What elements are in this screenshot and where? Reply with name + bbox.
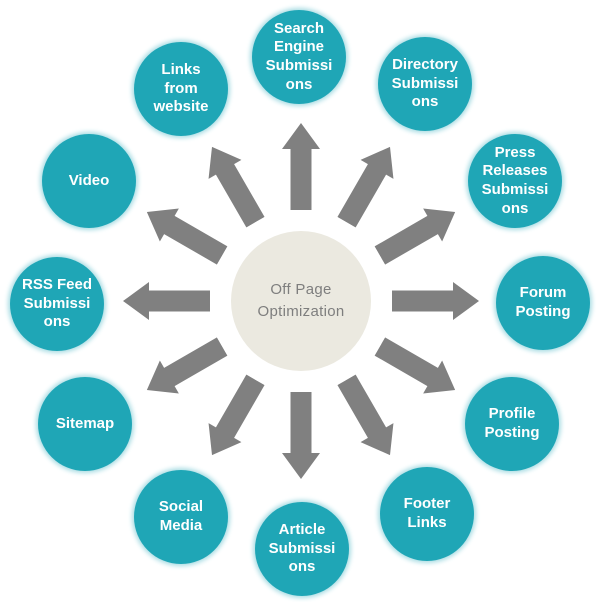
node-profile-posting: Profile Posting [465,377,559,471]
node-press-releases-submissions: Press Releases Submissi ons [468,134,562,228]
node-label: Video [68,171,110,189]
node-footer-links: Footer Links [380,467,474,561]
node-label: Links from website [153,61,209,116]
node-social-media: Social Media [134,470,228,564]
arrow-to-sitemap [137,285,310,407]
node-label: Press Releases Submissi ons [481,143,549,217]
center-node: Off Page Optimization [231,231,371,371]
node-label: Profile Posting [484,405,540,441]
node-label: Directory Submissi ons [391,56,459,111]
node-label: Forum Posting [515,284,571,320]
arrow-to-links-from-website [196,137,318,310]
node-label: RSS Feed Submissi ons [21,276,93,331]
node-article-submissions: Article Submissi ons [255,502,349,596]
node-video: Video [42,134,136,228]
node-label: Sitemap [55,414,115,432]
arrow-to-directory-submissions [285,137,407,310]
arrow-to-forum-posting [301,282,479,320]
node-forum-posting: Forum Posting [496,256,590,350]
arrow-to-article-submissions [282,301,320,479]
node-sitemap: Sitemap [38,377,132,471]
arrow-to-profile-posting [292,285,465,407]
node-label: Article Submissi ons [268,521,336,576]
arrow-to-footer-links [285,292,407,465]
arrow-to-search-engine-submissions [282,123,320,301]
center-node-label: Off Page Optimization [257,281,345,320]
node-label: Search Engine Submissi ons [265,19,333,93]
node-label: Social Media [158,498,204,534]
node-search-engine-submissions: Search Engine Submissi ons [252,10,346,104]
arrow-to-social-media [196,292,318,465]
arrow-to-video [137,196,310,318]
node-rss-feed-submissions: RSS Feed Submissi ons [10,257,104,351]
arrow-to-rss-feed-submissions [123,282,301,320]
arrow-to-press-releases-submissions [292,196,465,318]
node-links-from-website: Links from website [134,42,228,136]
node-label: Footer Links [403,495,451,531]
node-directory-submissions: Directory Submissi ons [378,37,472,131]
